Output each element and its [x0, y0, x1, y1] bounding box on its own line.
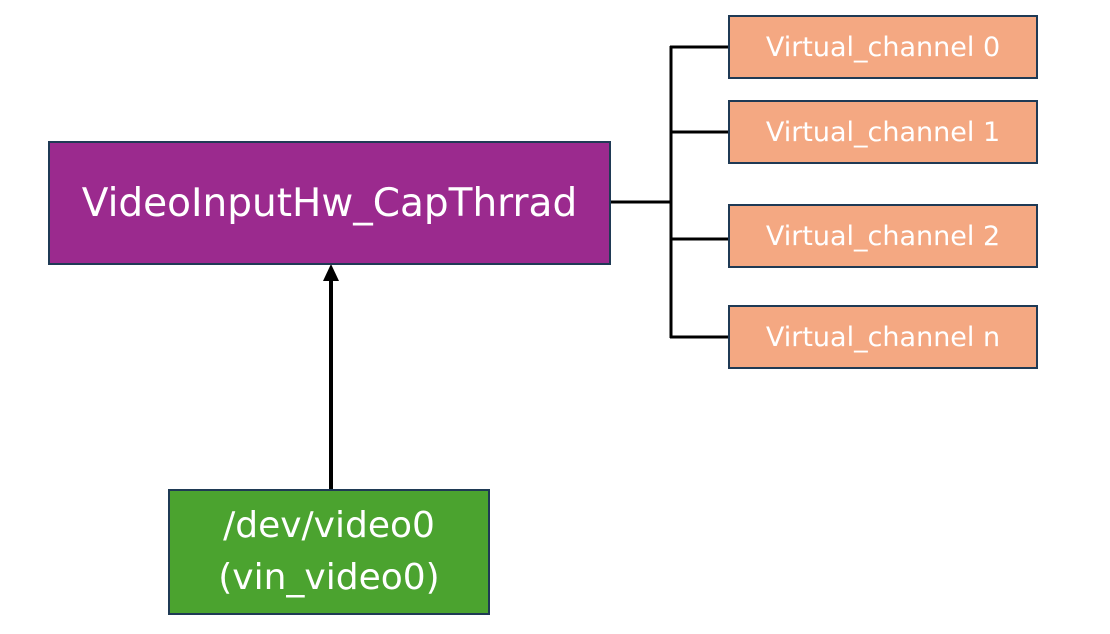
virtual-channel-node-2: Virtual_channel 2	[728, 204, 1038, 268]
capture-thread-node: VideoInputHw_CapThrrad	[48, 141, 611, 265]
virtual-channel-node-n: Virtual_channel n	[728, 305, 1038, 369]
video-device-alias: (vin_video0)	[218, 557, 440, 598]
virtual-channel-label: Virtual_channel 2	[765, 220, 1001, 252]
arrowhead-icon	[323, 264, 339, 281]
virtual-channel-node-0: Virtual_channel 0	[728, 15, 1038, 79]
capture-thread-label: VideoInputHw_CapThrrad	[81, 180, 578, 226]
virtual-channel-label: Virtual_channel n	[765, 321, 1001, 353]
video-device-node: /dev/video0 (vin_video0)	[168, 489, 490, 615]
virtual-channel-label: Virtual_channel 1	[765, 116, 1001, 148]
video-device-path: /dev/video0	[223, 504, 435, 546]
virtual-channel-node-1: Virtual_channel 1	[728, 100, 1038, 164]
virtual-channel-label: Virtual_channel 0	[765, 31, 1001, 63]
